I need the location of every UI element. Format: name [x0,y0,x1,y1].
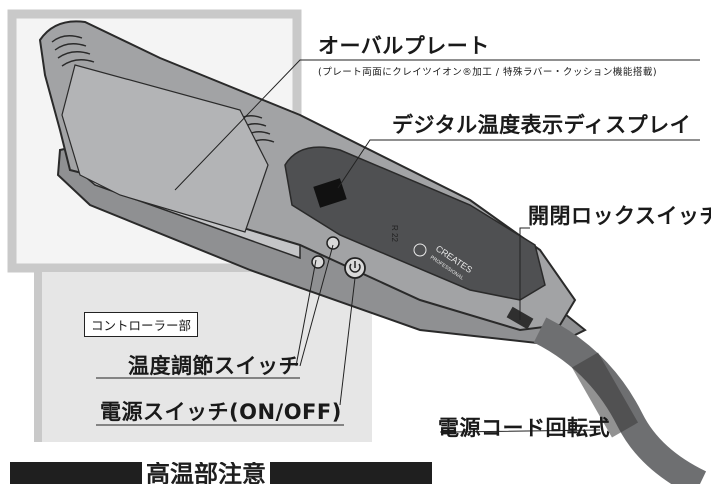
display-panel [284,146,546,301]
cord-swivel [571,352,639,438]
upper-plate [61,64,269,233]
power-switch-label: 電源スイッチ(ON/OFF) [100,400,342,424]
digital-display [313,178,347,208]
label-underlines [96,59,700,426]
leader-lines [174,59,601,433]
oval-plate-label: オーバルプレート [318,34,490,58]
cord-label: 電源コード回転式 [438,416,610,440]
controller-zoom-bg [38,272,372,442]
temp-up-button[interactable] [326,236,340,250]
power-icon [349,261,361,273]
lock-switch-label: 開閉ロックスイッチ [528,204,711,228]
temp-down-button[interactable] [311,255,325,269]
model-text: R 22 [390,225,399,242]
warning-banner: 高温部注意 [10,462,432,484]
temp-switch-label: 温度調節スイッチ [128,354,300,378]
controller-label: コントローラー部 [84,312,199,337]
warning-text: 高温部注意 [142,462,270,484]
digital-display-label: デジタル温度表示ディスプレイ [392,113,692,137]
brand-logo-icon [413,243,427,257]
oval-plate-note: (プレート両面にクレイツイオン®加工 / 特殊ラバー・クッション機能搭載) [318,67,658,78]
